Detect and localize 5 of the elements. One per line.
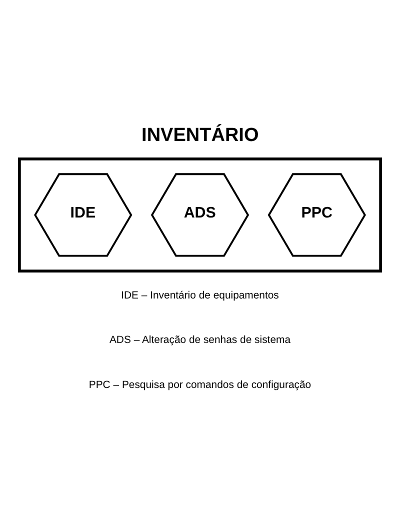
cluster [18, 156, 382, 272]
label: PPC – Pesquisa por comandos de configuração [88, 379, 312, 390]
diagram-title: INVENTÁRIO [142, 124, 259, 146]
label: ADS – Alteração de senhas de sistema [109, 334, 291, 346]
label: IDE – Inventário de equipamentos [121, 290, 279, 301]
